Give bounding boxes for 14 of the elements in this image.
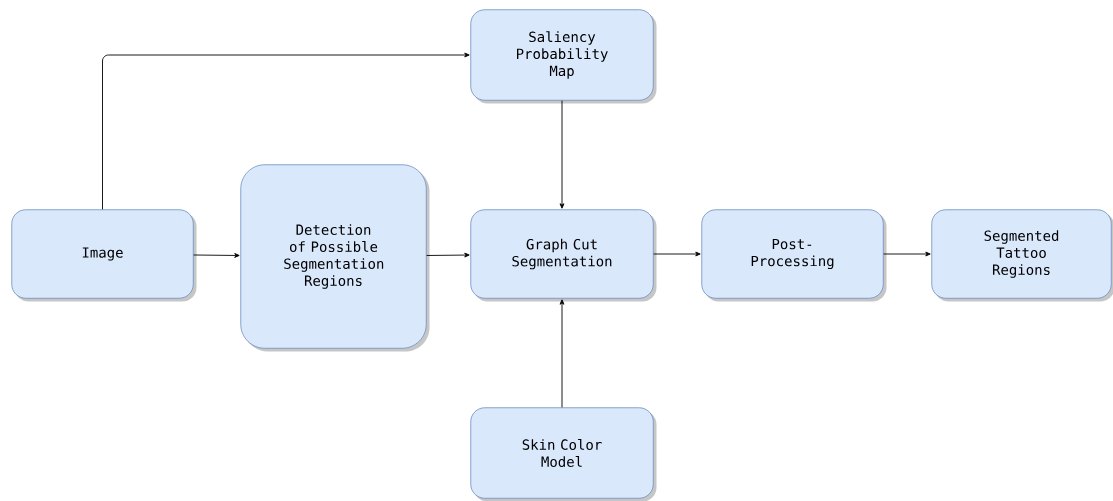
arrow: [653, 251, 701, 257]
arrow: [559, 100, 565, 209]
arrow: [883, 251, 931, 257]
process-box: Skin Color Model: [470, 407, 657, 501]
arrow: [193, 253, 240, 258]
process-box: Image: [11, 209, 197, 302]
arrow: [559, 299, 565, 408]
process-box: Detection of Possible Segmentation Regions: [240, 164, 430, 352]
arrow: [426, 252, 470, 258]
process-box: Segmented Tattoo Regions: [931, 209, 1113, 302]
process-box: Post-Processing: [701, 209, 887, 302]
process-box: Graph Cut Segmentation: [470, 209, 657, 302]
process-box: Saliency Probability Map: [470, 9, 657, 104]
arrow: [102, 52, 470, 210]
